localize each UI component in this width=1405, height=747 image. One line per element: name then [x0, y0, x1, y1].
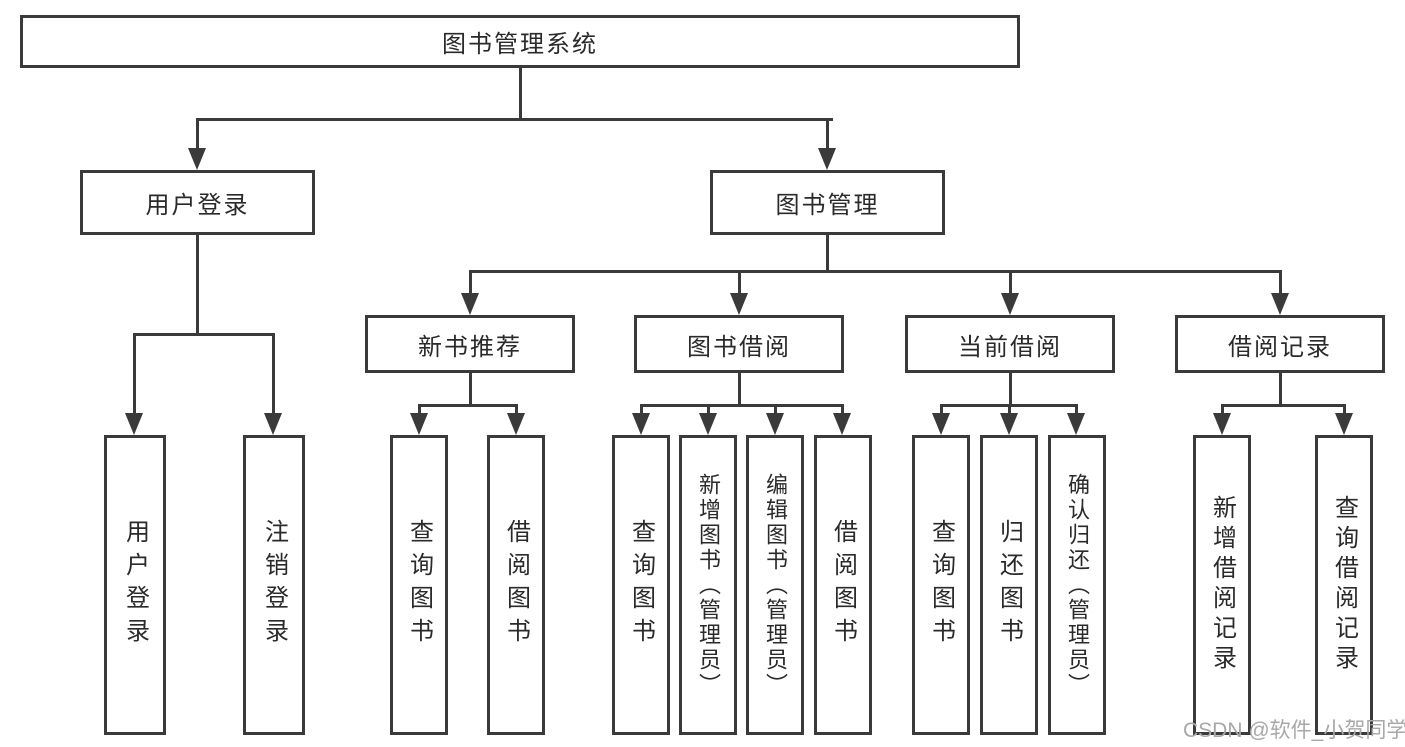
arrowhead-down-icon — [1001, 293, 1019, 315]
connector-current-drop-1 — [940, 404, 943, 415]
leaf-user-login: 用户登录 — [104, 435, 166, 735]
connector-records-drop-1 — [1221, 404, 1224, 415]
connector-borrow-drop-3 — [774, 404, 777, 415]
arrowhead-down-icon — [699, 413, 717, 435]
connector-bookmgmt-drop-1 — [469, 270, 472, 295]
connector-userlogin-drop-2 — [272, 333, 275, 413]
leaf-add-borrow-record: 新增借阅记录 — [1193, 435, 1251, 735]
connector-borrow-drop-1 — [640, 404, 643, 415]
node-borrow-records: 借阅记录 — [1175, 315, 1385, 373]
connector-records-stem — [1279, 371, 1282, 406]
connector-records-hline — [1221, 404, 1346, 407]
node-book-borrow: 图书借阅 — [634, 315, 844, 373]
connector-root-drop-left — [196, 118, 199, 150]
arrowhead-down-icon — [264, 413, 282, 435]
arrowhead-down-icon — [1000, 413, 1018, 435]
arrowhead-down-icon — [507, 413, 525, 435]
arrowhead-down-icon — [1213, 413, 1231, 435]
connector-current-stem — [1009, 371, 1012, 406]
connector-newbook-drop-1 — [418, 404, 421, 415]
leaf-query-books-1: 查询图书 — [390, 435, 448, 735]
connector-newbook-drop-2 — [515, 404, 518, 415]
connector-borrow-drop-2 — [707, 404, 710, 415]
leaf-query-books-3: 查询图书 — [912, 435, 970, 735]
leaf-query-borrow-record: 查询借阅记录 — [1315, 435, 1373, 735]
connector-userlogin-hline — [133, 333, 275, 336]
connector-borrow-hline — [640, 404, 844, 407]
node-book-management-branch: 图书管理 — [710, 170, 945, 235]
connector-userlogin-drop-1 — [133, 333, 136, 413]
arrowhead-down-icon — [766, 413, 784, 435]
arrowhead-down-icon — [461, 293, 479, 315]
arrowhead-down-icon — [1067, 413, 1085, 435]
arrowhead-down-icon — [730, 293, 748, 315]
leaf-logout: 注销登录 — [243, 435, 305, 735]
leaf-query-books-2: 查询图书 — [612, 435, 670, 735]
connector-root-stem — [519, 68, 522, 120]
connector-borrow-drop-4 — [841, 404, 844, 415]
connector-root-hline — [196, 118, 833, 121]
arrowhead-down-icon — [1271, 293, 1289, 315]
connector-newbook-hline — [418, 404, 518, 407]
node-root-system: 图书管理系统 — [20, 15, 1020, 68]
arrowhead-down-icon — [410, 413, 428, 435]
connector-borrow-stem — [738, 371, 741, 406]
connector-bookmgmt-stem — [826, 233, 829, 272]
connector-current-drop-3 — [1075, 404, 1078, 415]
csdn-watermark: CSDN @软件_小贺同学 — [1183, 719, 1405, 742]
arrowhead-down-icon — [932, 413, 950, 435]
node-new-book-recommend: 新书推荐 — [365, 315, 575, 373]
leaf-add-books-admin: 新增图书（管理员） — [679, 435, 737, 735]
connector-current-drop-2 — [1008, 404, 1011, 415]
node-current-borrow: 当前借阅 — [905, 315, 1115, 373]
arrowhead-down-icon — [188, 148, 206, 170]
connector-bookmgmt-drop-4 — [1279, 270, 1282, 295]
node-user-login-branch: 用户登录 — [80, 170, 315, 235]
leaf-return-books: 归还图书 — [980, 435, 1038, 735]
arrowhead-down-icon — [1335, 413, 1353, 435]
arrowhead-down-icon — [833, 413, 851, 435]
arrowhead-down-icon — [818, 148, 836, 170]
connector-bookmgmt-drop-2 — [738, 270, 741, 295]
connector-newbook-stem — [469, 371, 472, 406]
connector-bookmgmt-drop-3 — [1009, 270, 1012, 295]
arrowhead-down-icon — [632, 413, 650, 435]
connector-userlogin-stem — [196, 233, 199, 335]
arrowhead-down-icon — [125, 413, 143, 435]
connector-records-drop-2 — [1343, 404, 1346, 415]
leaf-borrow-books-1: 借阅图书 — [487, 435, 545, 735]
leaf-borrow-books-2: 借阅图书 — [814, 435, 872, 735]
leaf-confirm-return-admin: 确认归还（管理员） — [1048, 435, 1106, 735]
connector-root-drop-right — [826, 118, 829, 150]
leaf-edit-books-admin: 编辑图书（管理员） — [746, 435, 804, 735]
connector-bookmgmt-hline — [469, 270, 1282, 273]
